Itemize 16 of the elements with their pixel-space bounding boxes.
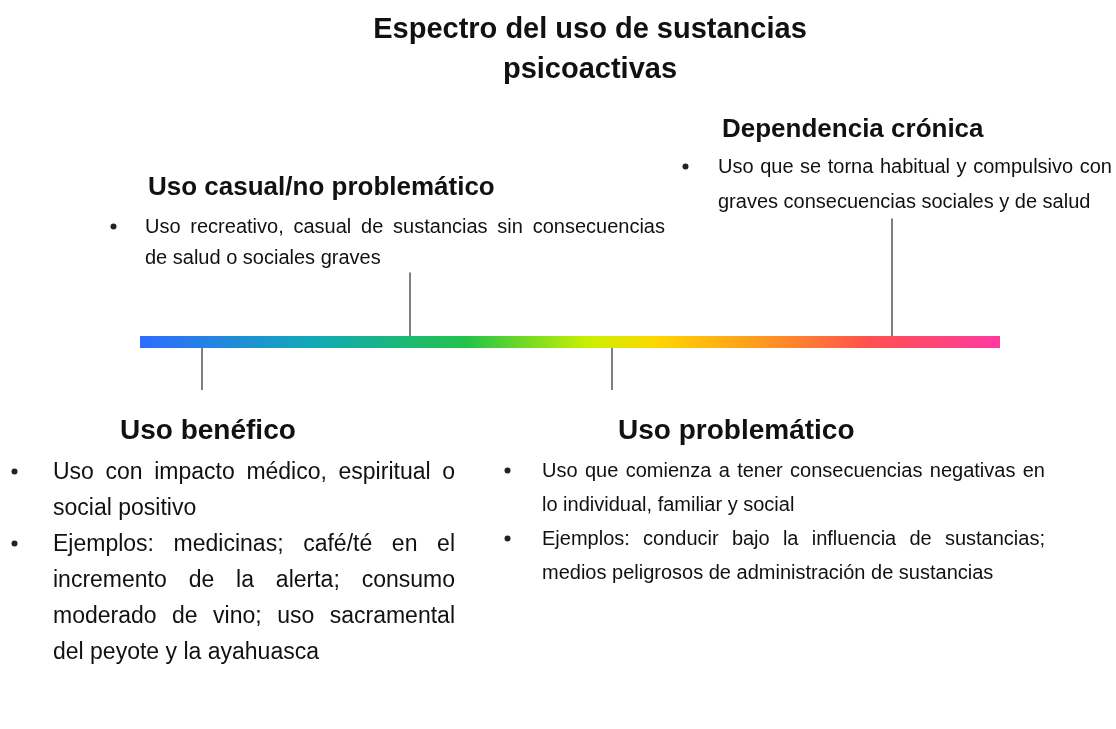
bullet-text: Uso con impacto médico, espiritual o social positivo: [53, 458, 455, 520]
leader-line: [409, 271, 411, 337]
spectrum-bar: [140, 336, 1000, 348]
leader-line: [891, 217, 893, 337]
leader-line: [201, 347, 203, 391]
bullet-text: Uso recreativo, casual de sustancias sin consecuencias de salud o sociales graves: [145, 214, 665, 268]
bullet-text: Ejemplos: conducir bajo la influencia de sustancias; medios peligrosos de administración de sustancias: [542, 527, 1045, 583]
bullet-text: Uso que comienza a tener consecuencias negativas en lo individual, familiar y social: [542, 459, 1045, 515]
section-heading: Uso benéfico: [119, 413, 297, 447]
section-heading: Dependencia crónica: [721, 112, 985, 145]
diagram-title: Espectro del uso de sustancias psicoactivas: [372, 11, 808, 86]
bullet-text: Uso que se torna habitual y compulsivo con graves consecuencias sociales y de salud: [718, 154, 1112, 212]
section-heading: Uso problemático: [617, 413, 856, 447]
section-heading: Uso casual/no problemático: [147, 170, 496, 203]
bullet-text: Ejemplos: medicinas; café/té en el incremento de la alerta; consumo moderado de vino; uso sacramental del peyote y la ayahuasca: [53, 530, 455, 664]
leader-line: [611, 347, 613, 391]
